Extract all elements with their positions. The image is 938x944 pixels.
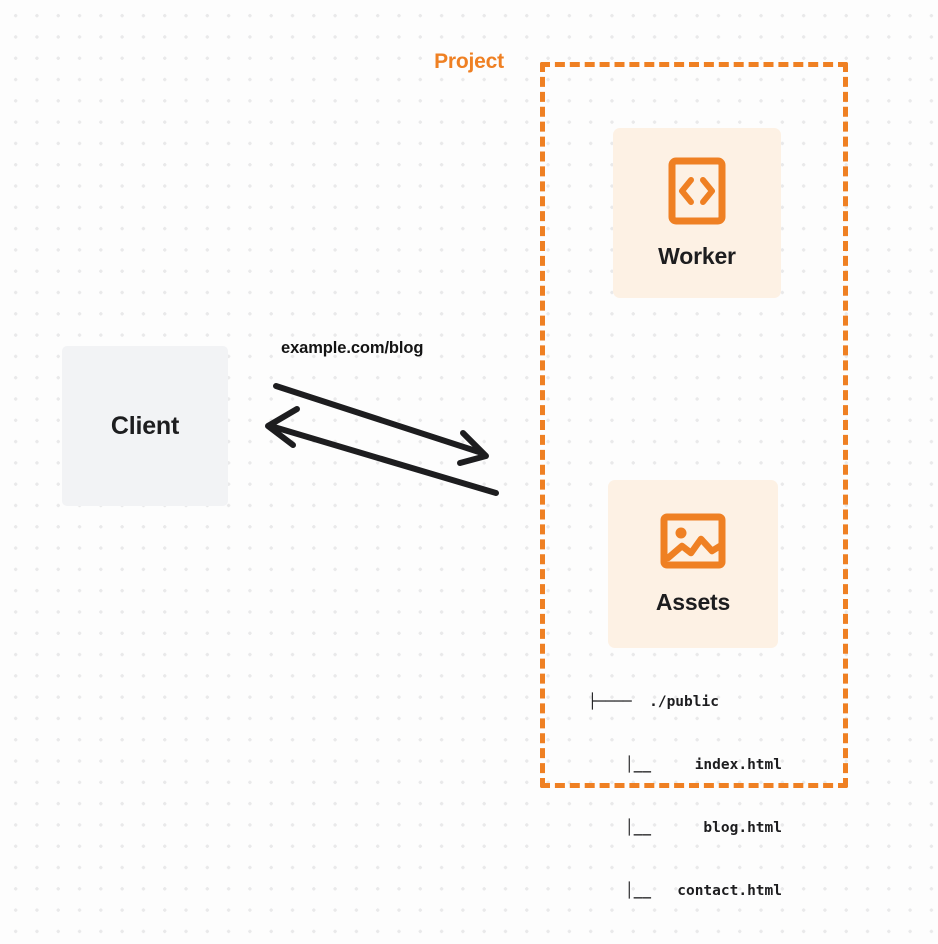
node-worker-label: Worker	[658, 242, 736, 269]
node-client-label: Client	[110, 411, 180, 440]
project-boundary	[540, 62, 848, 788]
image-icon	[660, 513, 726, 568]
node-client[interactable]: Client	[62, 346, 228, 506]
file-tree-row: ├──── ./public	[588, 694, 719, 710]
diagram-canvas: Client example.com/blog Project Worker	[62, 50, 848, 899]
assets-file-tree: ├──── ./public │__ index.html │__ blog.h…	[588, 650, 782, 944]
node-worker[interactable]: Worker	[613, 128, 781, 298]
arrow-response-to-client	[265, 406, 499, 496]
connector-bidirectional-arrow	[265, 383, 499, 496]
arrow-request-to-project	[273, 383, 489, 466]
project-title: Project	[427, 50, 511, 74]
file-tree-row: │__ index.html	[624, 757, 782, 773]
code-brackets-icon	[668, 157, 726, 224]
file-tree-row: │__ contact.html	[624, 883, 782, 899]
node-assets-label: Assets	[655, 588, 731, 615]
file-tree-row: │__ blog.html	[624, 820, 782, 836]
edge-label-request-url: example.com/blog	[281, 339, 424, 357]
node-assets[interactable]: Assets	[608, 480, 778, 648]
